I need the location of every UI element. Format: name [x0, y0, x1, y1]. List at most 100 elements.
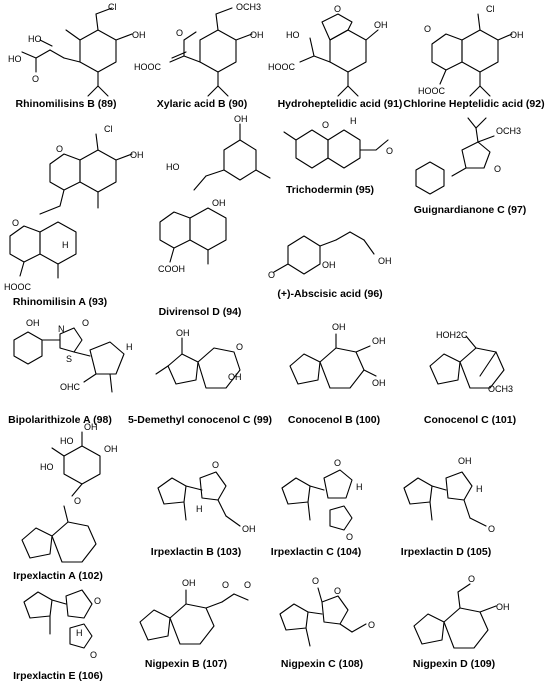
structure-90: OCH3 OH HOOC O — [134, 2, 264, 97]
compound-label: Hydroheptelidic acid (91) — [277, 98, 403, 110]
atom-label: O — [368, 620, 375, 630]
structure-104: O H O — [281, 458, 363, 542]
atom-label: H — [196, 504, 203, 514]
atom-label: COOH — [158, 264, 185, 274]
compound-label: Rhinomilisins B (89) — [15, 98, 117, 110]
atom-label: OH — [212, 198, 226, 208]
compound-label: Conocenol C (101) — [423, 414, 517, 426]
atom-label: O — [12, 218, 19, 228]
atom-label: OH — [322, 260, 336, 270]
atom-label: O — [468, 574, 475, 584]
structure-96: OH O OH — [268, 231, 392, 280]
atom-label: OH — [332, 322, 346, 332]
atom-label: N — [58, 324, 65, 334]
atom-label: O — [334, 586, 341, 596]
atom-label: OH — [242, 524, 256, 534]
compound-label: Conocenol B (100) — [287, 414, 381, 426]
atom-label: O — [312, 576, 319, 586]
atom-label: OH — [496, 602, 510, 612]
atom-label: O — [176, 28, 183, 38]
compound-label: Irpexlactin C (104) — [270, 546, 362, 558]
compound-label: Irpexlactin D (105) — [400, 546, 492, 558]
compound-label: Rhinomilisin A (93) — [12, 296, 108, 308]
compound-label: Divirensol D (94) — [158, 306, 242, 318]
structure-91: O OH HO HOOC — [268, 4, 388, 97]
compound-label: Irpexlactin B (103) — [150, 546, 242, 558]
structure-105: OH H O — [403, 456, 495, 534]
structure-99: OH O OH — [155, 328, 243, 389]
atom-label: OH — [234, 114, 248, 124]
structure-102: HO OH OH HO O — [21, 422, 118, 563]
structure-107: OH O O — [139, 578, 251, 645]
atom-label: O — [32, 74, 39, 84]
atom-label: HO — [60, 436, 74, 446]
atom-label: O — [334, 4, 341, 14]
atom-label: O — [82, 318, 89, 328]
compound-label: Irpexlactin E (106) — [13, 670, 103, 682]
structure-93: Cl OH O O H HOOC — [4, 124, 144, 292]
atom-label: H — [126, 342, 133, 352]
atom-label: Cl — [104, 124, 113, 134]
atom-label: H — [350, 116, 357, 126]
atom-label: O — [346, 532, 353, 542]
atom-label: OH — [374, 20, 388, 30]
compound-label: 5-Demethyl conocenol C (99) — [127, 414, 273, 426]
structure-89: Cl OH HO HO O — [8, 2, 146, 97]
structure-103: O H OH — [157, 460, 256, 534]
compound-label: Chlorine Heptelidic acid (92) — [403, 98, 545, 110]
atom-label: OH — [250, 30, 264, 40]
atom-label: S — [66, 354, 72, 364]
compound-label: Trichodermin (95) — [285, 184, 375, 196]
compound-label: Nigpexin B (107) — [144, 658, 228, 670]
atom-label: HOOC — [134, 62, 162, 72]
atom-label: HOOC — [268, 62, 296, 72]
atom-label: O — [236, 342, 243, 352]
atom-label: OH — [130, 150, 144, 160]
atom-label: OH — [228, 372, 242, 382]
atom-label: OH — [176, 328, 190, 338]
atom-label: H — [62, 240, 69, 250]
structure-109: O OH — [413, 574, 510, 649]
atom-label: OCH3 — [488, 384, 513, 394]
atom-label: OH — [458, 456, 472, 466]
atom-label: HOH2C — [436, 330, 468, 340]
atom-label: O — [94, 596, 101, 606]
atom-label: HO — [286, 30, 300, 40]
atom-label: HOOC — [4, 282, 32, 292]
atom-label: OH — [182, 578, 196, 588]
atom-label: O — [488, 524, 495, 534]
atom-label: OH — [372, 336, 386, 346]
atom-label: OH — [26, 318, 40, 328]
atom-label: Cl — [108, 2, 117, 12]
compound-label: Irpexlactin A (102) — [13, 570, 103, 582]
compound-label: (+)-Abscisic acid (96) — [277, 288, 383, 300]
compound-label: Nigpexin D (109) — [412, 658, 496, 670]
structure-108: O O O — [279, 576, 375, 647]
atom-label: HO — [28, 34, 42, 44]
atom-label: O — [494, 164, 501, 174]
structure-95: O H O — [283, 116, 393, 169]
structure-106: O H O — [23, 589, 101, 660]
atom-label: OHC — [60, 382, 81, 392]
atom-label: O — [222, 580, 229, 590]
atom-label: O — [90, 650, 97, 660]
atom-label: OH — [378, 256, 392, 266]
atom-label: O — [244, 580, 251, 590]
atom-label: O — [56, 144, 63, 154]
atom-label: H — [76, 628, 83, 638]
atom-label: OH — [510, 30, 524, 40]
structure-100: OH OH OH — [289, 322, 386, 389]
structure-98: OH O N S H OHC — [13, 318, 133, 393]
atom-label: OCH3 — [496, 126, 521, 136]
structure-94: OH HO OH COOH — [158, 114, 271, 274]
atom-label: O — [212, 460, 219, 470]
atom-label: H — [356, 482, 363, 492]
compound-label: Bipolarithizole A (98) — [8, 414, 112, 426]
compound-label: Nigpexin C (108) — [280, 658, 364, 670]
atom-label: OH — [132, 30, 146, 40]
atom-label: O — [74, 496, 81, 506]
atom-label: HO — [8, 54, 22, 64]
compound-label: Guignardianone C (97) — [413, 204, 527, 216]
